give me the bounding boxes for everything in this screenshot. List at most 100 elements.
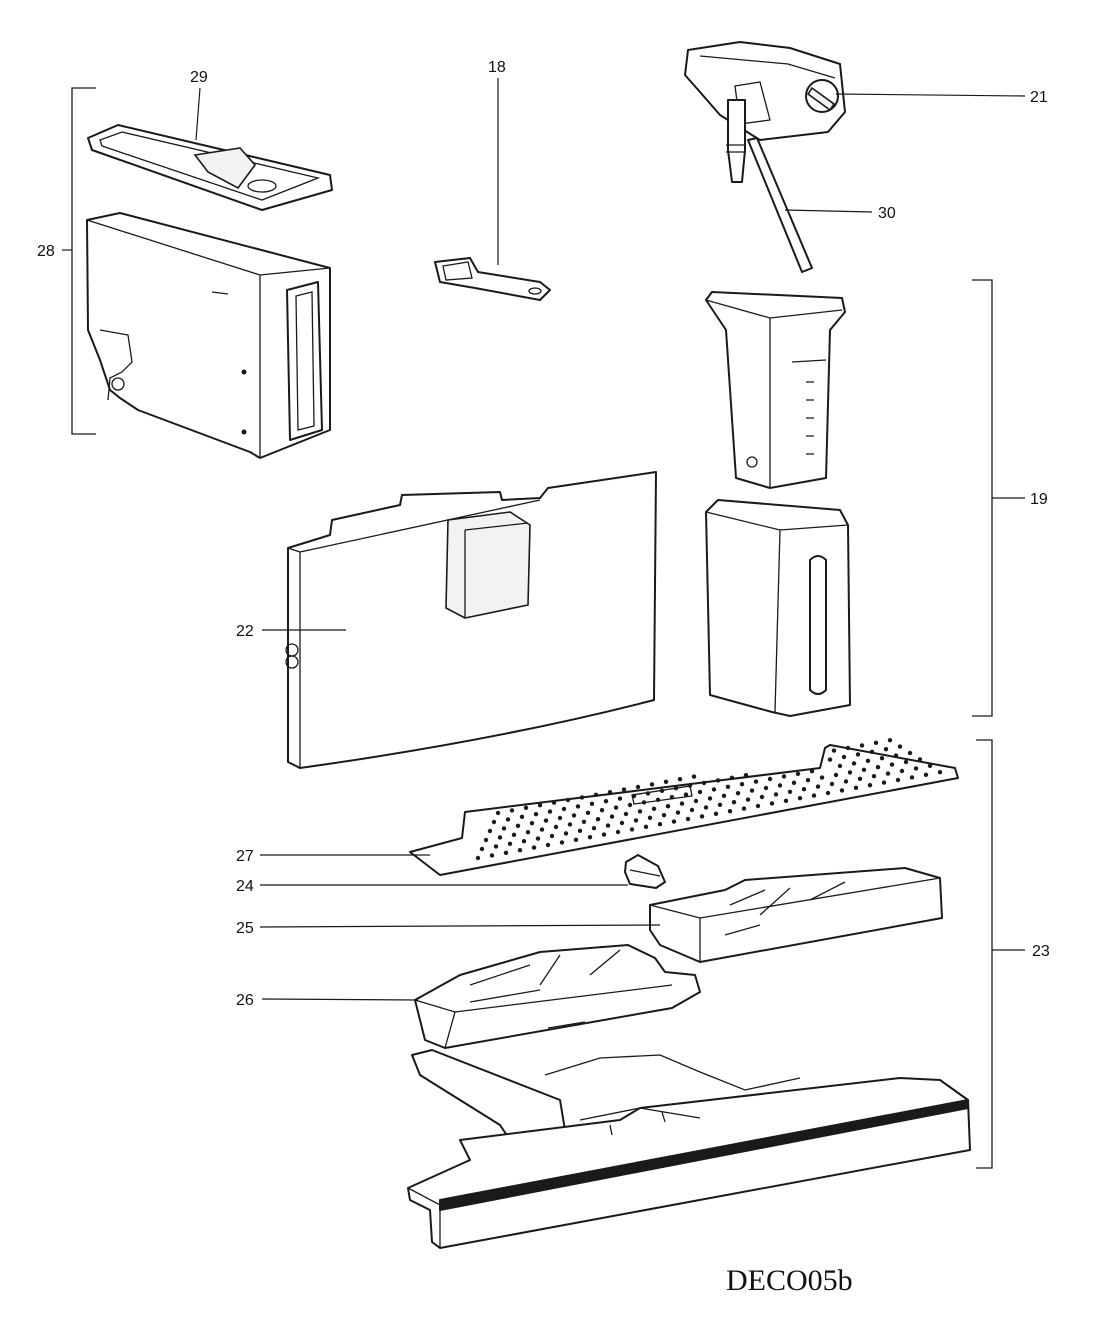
- grille-hole: [657, 822, 663, 827]
- grille-hole: [495, 810, 501, 816]
- grille-hole: [599, 808, 605, 813]
- grille-hole: [851, 761, 857, 766]
- drip-tray-float: [624, 854, 666, 889]
- grille-hole: [843, 779, 849, 784]
- grille-hole: [845, 745, 851, 751]
- grille-hole: [713, 811, 719, 816]
- grille-hole: [603, 799, 609, 804]
- grille-hole: [895, 777, 901, 783]
- grille-hole: [841, 754, 847, 760]
- grille-hole: [741, 806, 747, 811]
- grille-hole: [909, 775, 915, 780]
- grille-hole: [563, 831, 569, 836]
- grille-hole: [913, 766, 919, 771]
- bracket-28: [71, 87, 96, 435]
- grille-hole: [517, 848, 523, 853]
- grille-hole: [509, 808, 515, 813]
- grille-hole: [889, 762, 895, 767]
- grille-hole: [661, 813, 667, 818]
- water-tank: [86, 212, 331, 459]
- callout-27: 27: [236, 848, 254, 865]
- grille-hole: [501, 826, 507, 831]
- grille-hole: [689, 807, 695, 813]
- grille-hole: [591, 826, 597, 831]
- grille-hole: [537, 803, 543, 808]
- callout-28: 28: [37, 243, 55, 260]
- grille-hole: [529, 821, 535, 826]
- grille-hole: [649, 782, 655, 787]
- grille-hole: [861, 767, 867, 772]
- grille-hole: [763, 785, 769, 791]
- grille-hole: [587, 835, 593, 840]
- grille-hole: [927, 763, 933, 768]
- grille-hole: [727, 809, 733, 814]
- grille-hole: [479, 846, 485, 852]
- grille-hole: [753, 779, 759, 784]
- grille-hole: [619, 820, 625, 826]
- grille-hole: [755, 803, 761, 809]
- grille-hole: [885, 771, 891, 776]
- grille-hole: [937, 770, 943, 775]
- grille-hole: [523, 805, 529, 810]
- grille-hole: [505, 817, 511, 822]
- grille-hole: [805, 778, 811, 783]
- grille-hole: [893, 753, 899, 758]
- grille-hole: [579, 795, 585, 800]
- grille-hole: [683, 792, 689, 797]
- bracket-19: [972, 279, 993, 717]
- grille-hole: [777, 783, 783, 788]
- grille-hole: [493, 844, 499, 849]
- grille-hole: [811, 793, 817, 798]
- grille-hole: [837, 763, 843, 769]
- grille-hole: [903, 759, 909, 765]
- grille-hole: [795, 771, 801, 776]
- milk-frother-head: [684, 41, 846, 183]
- grille-hole: [605, 823, 611, 828]
- grille-hole: [735, 791, 741, 796]
- grille-hole: [881, 780, 887, 785]
- grille-hole: [871, 774, 877, 779]
- callout-22: 22: [236, 623, 254, 640]
- grille-hole: [699, 814, 705, 819]
- grille-hole: [491, 819, 497, 825]
- grille-hole: [497, 835, 503, 840]
- callout-23: 23: [1032, 943, 1050, 960]
- grille-hole: [593, 792, 599, 797]
- water-tank-lid: [87, 124, 333, 211]
- milk-suction-tube: [747, 137, 813, 273]
- grille-hole: [839, 788, 845, 793]
- grille-hole: [783, 798, 789, 803]
- grille-hole: [565, 797, 571, 803]
- grille-hole: [701, 780, 707, 786]
- grille-hole: [697, 789, 703, 795]
- front-cover-panel: [285, 471, 657, 769]
- grille-hole: [717, 802, 723, 807]
- grille-hole: [711, 787, 717, 792]
- grille-hole: [559, 840, 565, 845]
- grille-hole: [797, 796, 803, 801]
- grille-hole: [571, 813, 577, 818]
- grille-hole: [743, 773, 749, 778]
- grille-hole: [809, 769, 815, 774]
- grille-hole: [815, 784, 821, 789]
- grille-hole: [535, 836, 541, 841]
- grille-hole: [519, 814, 525, 819]
- grille-hole: [475, 855, 481, 861]
- grille-hole: [553, 824, 559, 830]
- grille-hole: [623, 811, 629, 817]
- grille-hole: [923, 772, 929, 777]
- callout-18: 18: [488, 59, 506, 76]
- grille-hole: [907, 750, 913, 756]
- grille-hole: [615, 829, 621, 835]
- drip-tray-housing: [407, 1049, 971, 1249]
- diagram-code: DECO05b: [726, 1264, 853, 1297]
- grille-holes: [475, 738, 943, 861]
- grille-hole: [703, 805, 709, 810]
- grille-hole: [575, 804, 581, 809]
- grille-hole: [483, 837, 489, 843]
- grille-hole: [767, 776, 773, 782]
- grille-hole: [637, 809, 643, 814]
- grille-hole: [899, 768, 905, 774]
- grille-hole: [801, 787, 807, 792]
